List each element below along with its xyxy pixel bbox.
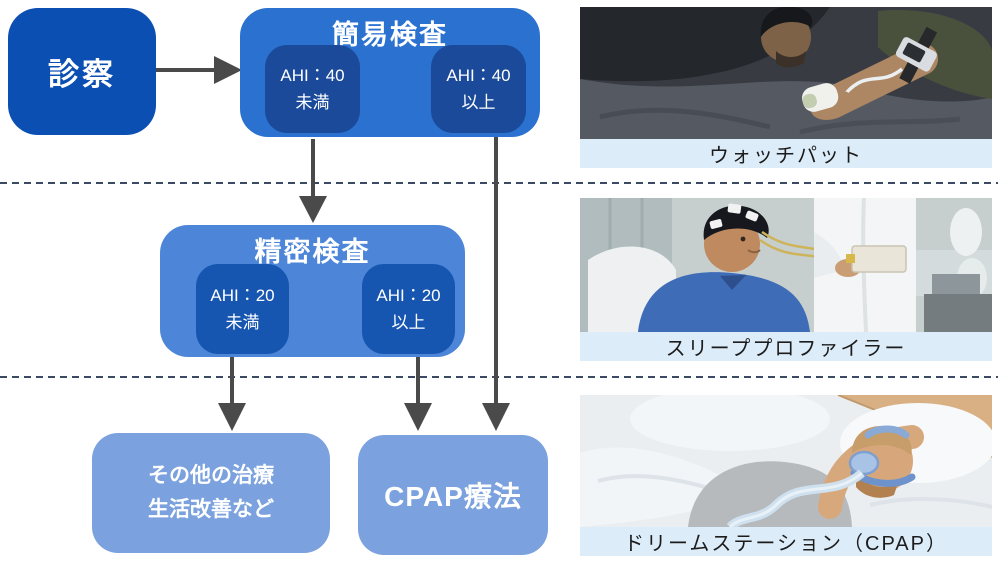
node-simple-test: 簡易検査 AHI：40 未満 AHI：40 以上 [240, 8, 540, 137]
arrow-consultation-to-simple-test [154, 56, 242, 84]
photo-card-sleep-profiler: スリーププロファイラー [580, 198, 992, 361]
arrow-detailed-to-cpap [404, 353, 432, 431]
arrow-simple-to-detailed-test [299, 139, 327, 223]
ahi20-over-line2: 以上 [391, 313, 426, 332]
sleeping-man-with-cpap [688, 425, 924, 527]
ahi20-under-line1: AHI：20 [210, 286, 275, 305]
arrow-simple-to-cpap [482, 132, 510, 431]
ahi40-over-line2: 以上 [461, 93, 496, 112]
sleep-profiler-caption: スリーププロファイラー [580, 332, 992, 361]
node-ahi20-over: AHI：20 以上 [362, 264, 455, 354]
watchpat-photo [580, 7, 992, 139]
clinician-with-device [814, 198, 916, 332]
dreamstation-caption-text: ドリームステーション（CPAP） [624, 533, 948, 555]
sleep-profiler-caption-text: スリーププロファイラー [665, 338, 907, 360]
watchpat-caption-text: ウォッチパット [709, 145, 863, 167]
arm-with-watchpat-device [801, 26, 938, 120]
node-ahi20-under: AHI：20 未満 [196, 264, 289, 354]
node-detailed-test: 精密検査 AHI：20 未満 AHI：20 以上 [160, 225, 465, 357]
ahi40-over-line1: AHI：40 [446, 66, 511, 85]
other-treatment-line1: その他の治療 [148, 464, 274, 487]
ahi20-over-line1: AHI：20 [376, 286, 441, 305]
node-ahi40-under: AHI：40 未満 [265, 45, 360, 133]
photo-card-dreamstation: ドリームステーション（CPAP） [580, 395, 992, 556]
node-cpap-therapy: CPAP療法 [358, 435, 548, 555]
sleeping-man-head [760, 7, 813, 68]
dreamstation-cpap-photo [580, 395, 992, 527]
watchpat-caption: ウォッチパット [580, 139, 992, 168]
node-other-treatment: その他の治療 生活改善など [92, 433, 330, 553]
node-consultation: 診察 [8, 8, 156, 135]
cpap-therapy-label: CPAP療法 [384, 481, 522, 512]
detailed-test-title: 精密検査 [254, 237, 371, 267]
simple-test-title: 簡易検査 [332, 20, 448, 50]
ahi40-under-line1: AHI：40 [280, 66, 345, 85]
arrow-detailed-to-other-treatment [218, 353, 246, 431]
node-ahi40-over: AHI：40 以上 [431, 45, 526, 133]
photo-card-watchpat: ウォッチパット [580, 7, 992, 168]
other-treatment-line2: 生活改善など [148, 498, 274, 521]
sleep-profiler-photo [580, 198, 992, 332]
patient-with-eeg-cap [638, 203, 810, 332]
dreamstation-caption: ドリームステーション（CPAP） [580, 527, 992, 556]
ahi20-under-line2: 未満 [225, 313, 260, 332]
node-consultation-label: 診察 [48, 57, 116, 92]
ahi40-under-line2: 未満 [295, 93, 330, 112]
